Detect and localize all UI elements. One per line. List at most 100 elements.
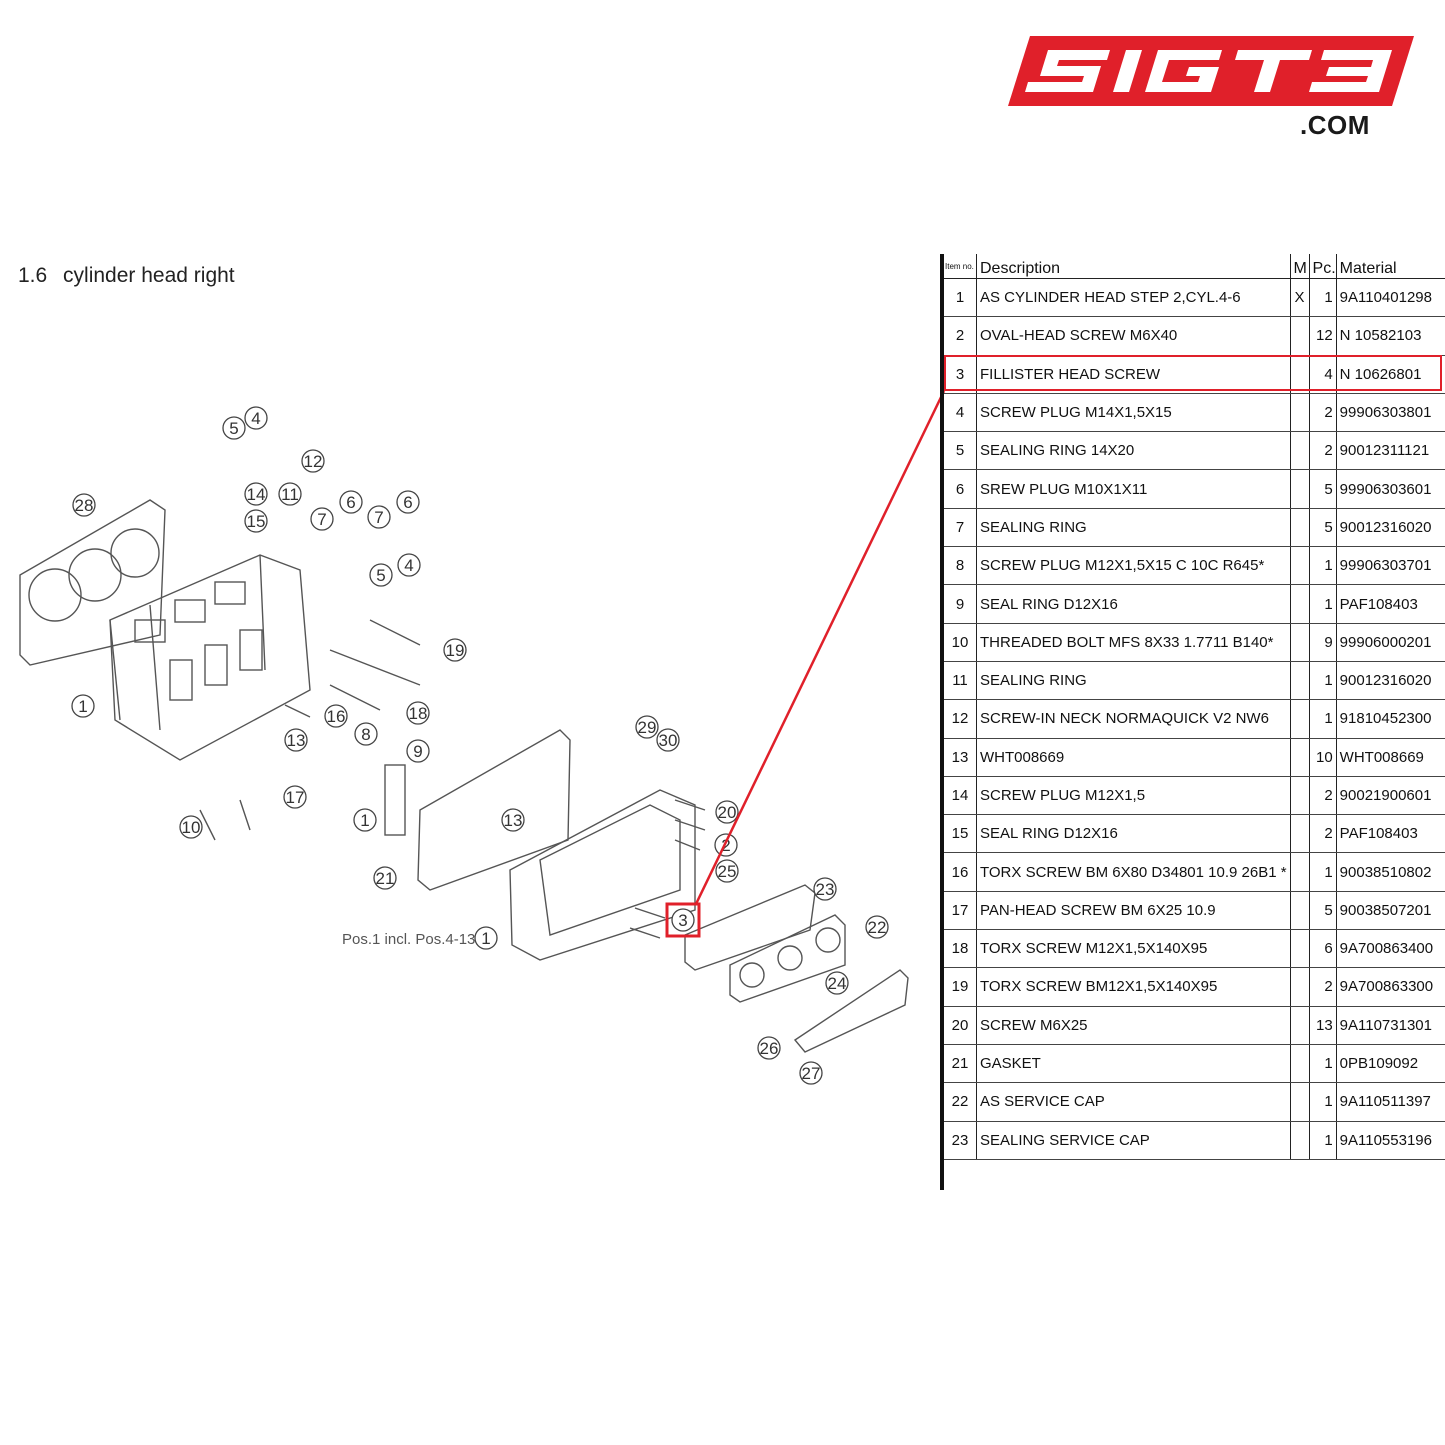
cell-pc: 5 [1309, 891, 1337, 931]
cell-m [1290, 431, 1310, 471]
cell-item-no: 12 [944, 699, 977, 739]
svg-text:13: 13 [504, 811, 523, 830]
cell-pc: 1 [1309, 1121, 1337, 1160]
cell-material: 99906000201 [1336, 623, 1445, 662]
svg-text:27: 27 [802, 1064, 821, 1083]
cell-pc: 1 [1309, 661, 1337, 701]
cell-material: 99906303601 [1336, 469, 1445, 509]
svg-text:21: 21 [376, 869, 395, 888]
cell-item-no: 8 [944, 546, 977, 586]
cell-description: PAN-HEAD SCREW BM 6X25 10.9 [976, 891, 1291, 931]
cell-pc: 2 [1309, 967, 1337, 1007]
cell-material: N 10626801 [1336, 355, 1445, 394]
cell-item-no: 7 [944, 508, 977, 548]
cell-item-no: 10 [944, 623, 977, 662]
cell-description: SCREW M6X25 [976, 1006, 1291, 1045]
site-logo[interactable] [1008, 36, 1414, 106]
cell-pc: 6 [1309, 929, 1337, 969]
cell-m [1290, 316, 1310, 356]
header-material: Material [1336, 254, 1445, 279]
cell-description: TORX SCREW M12X1,5X140X95 [976, 929, 1291, 969]
cell-material: 90021900601 [1336, 776, 1445, 816]
cell-item-no: 16 [944, 852, 977, 892]
svg-text:19: 19 [446, 641, 465, 660]
cell-m [1290, 967, 1310, 1007]
cell-pc: 13 [1309, 1006, 1337, 1045]
cell-item-no: 20 [944, 1006, 977, 1045]
svg-text:3: 3 [678, 911, 687, 930]
cell-description: SREW PLUG M10X1X11 [976, 469, 1291, 509]
cell-pc: 1 [1309, 1082, 1337, 1122]
cell-pc: 2 [1309, 393, 1337, 433]
section-number: 1.6 [18, 264, 48, 287]
svg-text:5: 5 [229, 419, 238, 438]
cell-description: SEAL RING D12X16 [976, 584, 1291, 624]
header-item-no: Item no. [944, 254, 977, 279]
cell-description: SEALING RING 14X20 [976, 431, 1291, 471]
section-title-text: cylinder head right [63, 264, 235, 287]
cell-material: 9A110401298 [1336, 278, 1445, 318]
svg-text:13: 13 [287, 731, 306, 750]
cell-pc: 2 [1309, 814, 1337, 854]
cell-item-no: 9 [944, 584, 977, 624]
cell-material: 90038510802 [1336, 852, 1445, 892]
cell-m [1290, 776, 1310, 816]
callout-bubbles [71, 406, 889, 1085]
cell-material: 90012316020 [1336, 661, 1445, 701]
highlight-callout-box [665, 902, 701, 938]
svg-text:15: 15 [247, 512, 266, 531]
cell-item-no: 2 [944, 316, 977, 356]
svg-text:12: 12 [304, 452, 323, 471]
cell-material: 99906303701 [1336, 546, 1445, 586]
cell-material: N 10582103 [1336, 316, 1445, 356]
cell-description: SCREW-IN NECK NORMAQUICK V2 NW6 [976, 699, 1291, 739]
cell-material: 90012311121 [1336, 431, 1445, 471]
cell-item-no: 22 [944, 1082, 977, 1122]
svg-text:9: 9 [413, 742, 422, 761]
svg-text:30: 30 [659, 731, 678, 750]
cell-m [1290, 508, 1310, 548]
cell-material: 90038507201 [1336, 891, 1445, 931]
cell-pc: 1 [1309, 546, 1337, 586]
cell-pc: 4 [1309, 355, 1337, 394]
cell-description: SEALING RING [976, 661, 1291, 701]
svg-text:11: 11 [281, 485, 299, 504]
diagram-line-art [19, 499, 909, 1053]
cell-item-no: 23 [944, 1121, 977, 1160]
cell-pc: 1 [1309, 1044, 1337, 1084]
cell-m [1290, 623, 1310, 662]
cell-pc: 2 [1309, 776, 1337, 816]
cell-item-no: 13 [944, 738, 977, 777]
cell-m [1290, 929, 1310, 969]
svg-text:1: 1 [78, 697, 87, 716]
svg-text:4: 4 [404, 556, 413, 575]
cell-item-no: 11 [944, 661, 977, 701]
